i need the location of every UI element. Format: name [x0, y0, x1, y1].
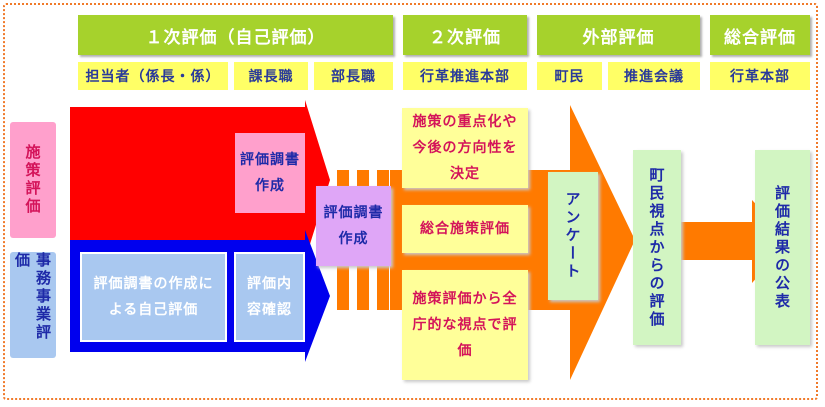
sub-suishin: 推進会議 — [608, 62, 700, 90]
header-second-eval: ２次評価 — [403, 15, 527, 55]
header-external-eval: 外部評価 — [537, 15, 700, 55]
header-overall-eval: 総合評価 — [710, 15, 810, 55]
town-view-box: 町民視点からの評価 — [633, 150, 681, 345]
label-office-eval: 事務事業評価 — [10, 252, 56, 358]
report-center-box: 評価調書作成 — [316, 186, 391, 266]
header-first-eval: １次評価（自己評価） — [78, 15, 393, 55]
self-eval-box: 評価調書の作成による自己評価 — [80, 252, 227, 342]
diagram-frame — [3, 3, 818, 400]
sub-gyokaku: 行革推進本部 — [403, 62, 527, 90]
survey-box: アンケート — [548, 172, 598, 300]
sub-gyokaku-hq: 行革本部 — [710, 62, 810, 90]
confirm-box: 評価内容確認 — [234, 252, 305, 342]
sub-tantou: 担当者（係長・係） — [78, 62, 228, 90]
publish-box: 評価結果の公表 — [755, 150, 810, 345]
sub-buchou: 部長職 — [314, 62, 393, 90]
overall-policy-box: 総合施策評価 — [402, 205, 528, 253]
sub-kachou: 課長職 — [234, 62, 308, 90]
policy-report-box: 評価調書作成 — [235, 133, 305, 213]
sub-chomin: 町民 — [537, 62, 602, 90]
wide-view-box: 施策評価から全庁的な視点で評価 — [402, 270, 528, 380]
priority-box: 施策の重点化や今後の方向性を決定 — [402, 108, 528, 188]
label-policy-eval: 施策評価 — [10, 122, 56, 238]
